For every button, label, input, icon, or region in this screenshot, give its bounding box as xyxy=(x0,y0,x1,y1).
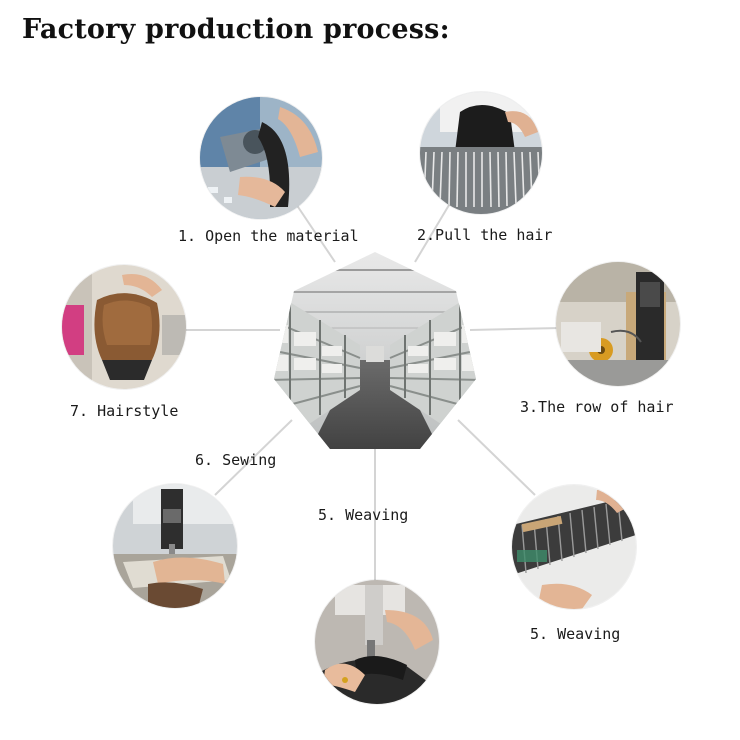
page-title: Factory production process: xyxy=(22,14,450,45)
connector-4 xyxy=(457,419,536,496)
step-label-2: 2.Pull the hair xyxy=(417,226,553,244)
step-label-7: 7. Hairstyle xyxy=(70,402,179,420)
weaving-machine-photo xyxy=(315,580,439,704)
open-material-photo xyxy=(200,97,322,219)
connector-2 xyxy=(414,194,456,263)
pull-hair-photo xyxy=(420,92,542,214)
hairstyle-photo xyxy=(62,265,186,389)
row-of-hair-photo xyxy=(556,262,680,386)
connector-6 xyxy=(214,419,293,496)
sewing-photo xyxy=(113,484,237,608)
step-label-1: 1. Open the material xyxy=(178,227,359,245)
step-label-3: 3.The row of hair xyxy=(520,398,674,416)
step-label-4: 5. Weaving xyxy=(530,625,621,643)
weaving-photo xyxy=(512,485,636,609)
factory-warehouse-shelves-photo xyxy=(274,252,476,449)
connector-3 xyxy=(469,327,561,331)
step-label-5: 5. Weaving xyxy=(318,506,409,524)
step-label-6: 6. Sewing xyxy=(195,451,277,469)
